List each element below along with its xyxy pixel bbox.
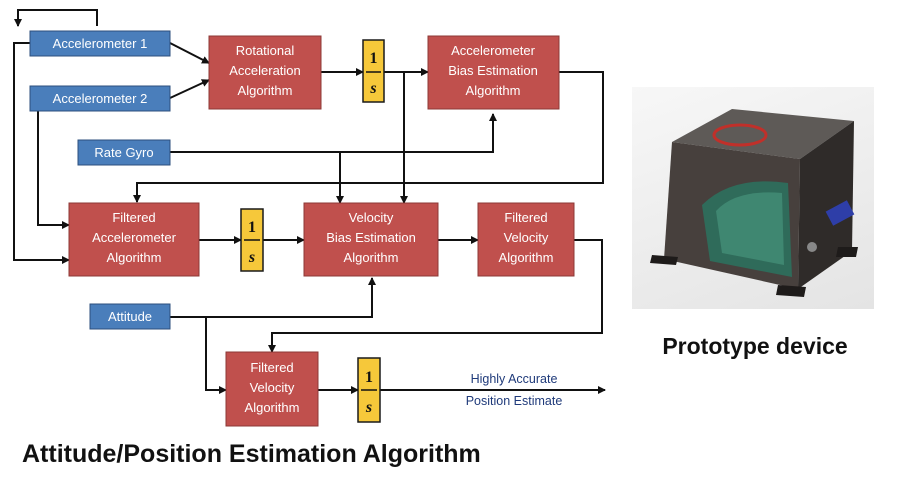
filtered-velocity-block-2: Filtered Velocity Algorithm xyxy=(225,351,319,427)
output-label-line-1: Highly Accurate xyxy=(471,372,558,386)
input-rate-gyro-label: Rate Gyro xyxy=(94,145,153,160)
prototype-device-photo xyxy=(632,87,874,309)
integrator-numerator: 1 xyxy=(365,369,373,386)
input-rate-gyro: Rate Gyro xyxy=(77,139,171,166)
block-line: Acceleration xyxy=(229,63,301,78)
diagram-caption: Attitude/Position Estimation Algorithm xyxy=(22,440,481,468)
block-diagram: Accelerometer 1 Accelerometer 2 Rate Gyr… xyxy=(13,9,606,427)
device-logo xyxy=(712,123,768,147)
device-foot xyxy=(836,247,858,257)
device-foot xyxy=(776,285,806,297)
device-foot xyxy=(650,255,678,265)
block-line: Algorithm xyxy=(344,250,399,265)
device-port xyxy=(807,242,817,252)
photo-caption: Prototype device xyxy=(662,333,848,359)
block-line: Bias Estimation xyxy=(448,63,538,78)
connection-wires xyxy=(13,9,606,394)
block-line: Velocity xyxy=(504,230,549,245)
output-label-line-2: Position Estimate xyxy=(466,394,563,408)
device-window-glare xyxy=(716,192,784,265)
prototype-device-illustration xyxy=(650,109,858,297)
device-top-face xyxy=(672,109,854,159)
input-attitude-label: Attitude xyxy=(108,309,152,324)
device-connector xyxy=(825,200,855,226)
block-line: Velocity xyxy=(349,210,394,225)
rotational-acceleration-block: Rotational Acceleration Algorithm xyxy=(208,35,322,110)
input-attitude: Attitude xyxy=(89,303,171,330)
block-line: Algorithm xyxy=(499,250,554,265)
integrator-block-1: 1 s xyxy=(362,39,385,103)
integrator-numerator: 1 xyxy=(370,50,378,67)
integrator-denominator: s xyxy=(369,80,376,97)
block-line: Velocity xyxy=(250,380,295,395)
block-line: Algorithm xyxy=(238,83,293,98)
block-line: Algorithm xyxy=(466,83,521,98)
integrator-denominator: s xyxy=(365,399,372,416)
block-line: Rotational xyxy=(236,43,295,58)
velocity-bias-estimation-block: Velocity Bias Estimation Algorithm xyxy=(303,202,439,277)
block-line: Algorithm xyxy=(107,250,162,265)
accelerometer-bias-estimation-block: Accelerometer Bias Estimation Algorithm xyxy=(427,35,560,110)
filtered-accelerometer-block: Filtered Accelerometer Algorithm xyxy=(68,202,200,277)
input-accelerometer-2-label: Accelerometer 2 xyxy=(53,91,148,106)
integrator-block-3: 1 s xyxy=(357,357,381,423)
block-line: Filtered xyxy=(112,210,155,225)
block-line: Algorithm xyxy=(245,400,300,415)
integrator-numerator: 1 xyxy=(248,219,256,236)
integrator-denominator: s xyxy=(248,249,255,266)
filtered-velocity-block-1: Filtered Velocity Algorithm xyxy=(477,202,575,277)
block-line: Accelerometer xyxy=(92,230,176,245)
block-line: Filtered xyxy=(504,210,547,225)
block-line: Filtered xyxy=(250,360,293,375)
input-accelerometer-1-label: Accelerometer 1 xyxy=(53,36,148,51)
input-accelerometer-1: Accelerometer 1 xyxy=(29,30,171,57)
block-line: Bias Estimation xyxy=(326,230,416,245)
integrator-block-2: 1 s xyxy=(240,208,264,272)
input-accelerometer-2: Accelerometer 2 xyxy=(29,85,171,112)
block-line: Accelerometer xyxy=(451,43,535,58)
